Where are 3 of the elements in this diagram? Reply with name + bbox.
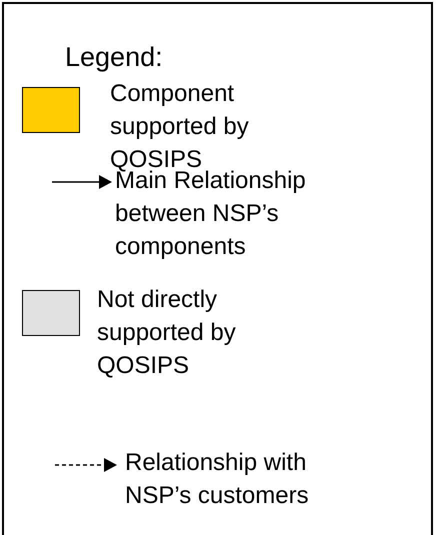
legend-text: Relationship with NSP’s customers (125, 448, 310, 511)
legend-title: Legend: (65, 41, 163, 74)
legend-text: Not directly supported by QOSIPS (97, 285, 237, 381)
